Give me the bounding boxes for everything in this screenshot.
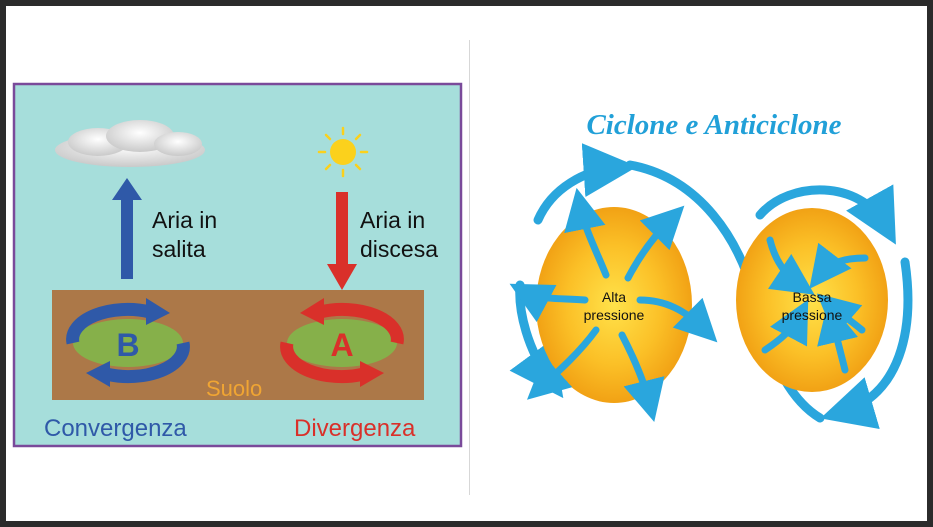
vertical-air-diagram: Aria in salita Aria in discesa B A Suolo… <box>12 82 463 448</box>
low-letter: B <box>116 327 139 363</box>
convergence-label: Convergenza <box>44 415 187 442</box>
cloud-icon <box>55 120 205 167</box>
cyclone-anticyclone-diagram: Ciclone e Anticiclone Alta pressione <box>509 109 913 430</box>
high-pressure-orb: Alta pressione <box>509 187 718 422</box>
low-pressure-label-line1: Bassa <box>793 289 832 305</box>
panel-divider <box>469 40 470 495</box>
down-label-line1: Aria in <box>360 207 425 233</box>
diagram-title: Ciclone e Anticiclone <box>586 109 841 141</box>
sun-icon <box>317 126 369 178</box>
ground-label: Suolo <box>206 376 262 401</box>
low-pressure-orb: Bassa pressione <box>736 208 888 392</box>
arrow-down-icon <box>327 192 357 290</box>
arrow-up-icon <box>112 178 142 279</box>
high-pressure-rotation: A <box>280 298 404 387</box>
divergence-label: Divergenza <box>294 415 416 442</box>
down-label-line2: discesa <box>360 236 438 262</box>
high-pressure-label-line1: Alta <box>602 289 626 305</box>
up-label-line1: Aria in <box>152 207 217 233</box>
high-pressure-label-line2: pressione <box>584 307 645 323</box>
low-pressure-label-line2: pressione <box>782 307 843 323</box>
high-letter: A <box>330 327 353 363</box>
up-label-line2: salita <box>152 236 206 262</box>
low-pressure-rotation: B <box>66 298 190 387</box>
